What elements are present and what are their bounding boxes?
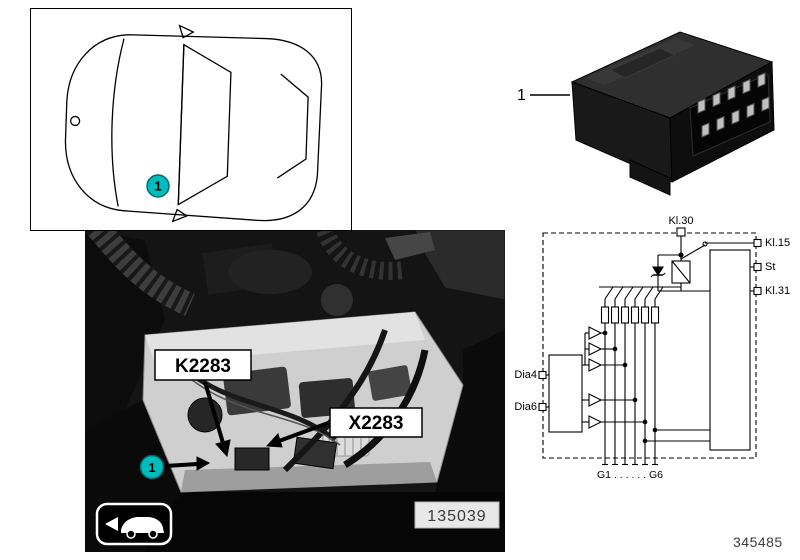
car-direction-icon	[95, 502, 173, 546]
relay-photo-panel: 1	[510, 10, 790, 210]
callout-arrows	[164, 381, 329, 471]
left-arrow-icon	[105, 517, 118, 531]
st-terminal	[753, 262, 762, 272]
car-location-panel: 1	[30, 8, 352, 231]
kl15-label: Kl.15	[765, 237, 790, 249]
relay-pins	[697, 72, 770, 138]
relay-code-text: K2283	[175, 356, 231, 377]
label-connector-code: X2283	[329, 407, 423, 438]
input-block	[548, 354, 583, 433]
relay-pin-shroud	[689, 73, 771, 157]
dia6-label: Dia6	[514, 401, 537, 413]
output-lines	[604, 286, 664, 464]
kl30-label: Kl.30	[668, 215, 693, 227]
driver-ic-block	[709, 249, 751, 451]
suppression-diode	[652, 266, 664, 277]
mirror-left	[178, 24, 195, 39]
resistors	[600, 306, 660, 324]
windshield	[177, 43, 232, 206]
dia4-terminal	[538, 370, 547, 380]
relay-enclosure-outline	[542, 232, 757, 459]
relay-art: 1	[517, 31, 775, 196]
dia6-terminal	[538, 402, 547, 412]
schematic-art: Kl.30 Kl.15 St Kl.31 Dia4 Dia6 G1 . . . …	[514, 215, 790, 481]
engine-bay-photo: K2283 X2283 1 135039	[85, 217, 506, 552]
photo-item-marker: 1	[139, 454, 165, 480]
photo-id-text: 135039	[427, 508, 486, 525]
kl31-label: Kl.31	[765, 285, 790, 297]
label-relay-code: K2283	[154, 349, 252, 381]
kl31-terminal	[753, 286, 762, 296]
mirror-right	[171, 208, 189, 223]
relay-item-number: 1	[517, 87, 526, 104]
rear-window	[276, 73, 309, 179]
hood-line	[111, 38, 125, 207]
st-label: St	[765, 261, 775, 273]
ic-feedback-lines	[642, 427, 710, 444]
schematic-panel: Kl.30 Kl.15 St Kl.31 Dia4 Dia6 G1 . . . …	[505, 215, 800, 485]
connector-code-text: X2283	[349, 413, 404, 434]
kl30-terminal	[676, 227, 686, 237]
photo-id-plate: 135039	[414, 501, 500, 529]
kl15-terminal	[753, 238, 762, 248]
car-marker-number: 1	[154, 179, 161, 194]
car-item-marker: 1	[146, 174, 170, 198]
relay-body	[570, 31, 775, 196]
hood-emblem	[69, 115, 81, 127]
relay-mount-tab	[629, 159, 671, 196]
buffer-bus	[582, 332, 589, 423]
photo-marker-number: 1	[148, 460, 155, 475]
g-range-label: G1 . . . . . . G6	[597, 469, 663, 481]
car-outline	[64, 24, 323, 223]
driver-buffers	[588, 326, 648, 429]
car-top-view: 1	[64, 24, 323, 223]
dia4-label: Dia4	[514, 369, 537, 381]
document-number: 345485	[733, 534, 783, 550]
engine-bay-photo-art: K2283 X2283 1 135039	[85, 217, 506, 552]
